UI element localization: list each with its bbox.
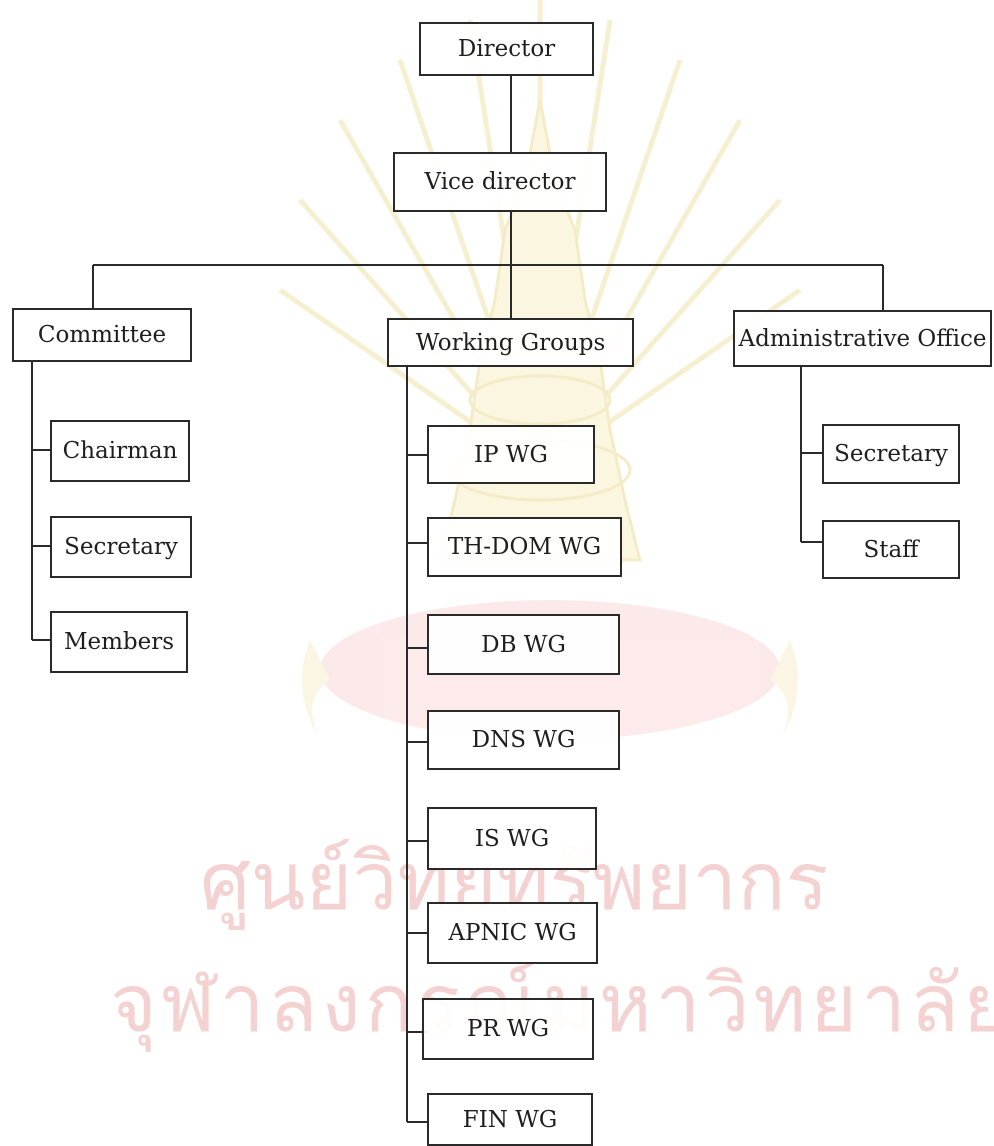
- director-box: Director: [419, 22, 594, 76]
- administrative-office-box: Administrative Office: [733, 310, 992, 367]
- committee-box: Committee: [12, 308, 192, 362]
- wg-ip: IP WG: [427, 425, 595, 484]
- working-groups-box: Working Groups: [387, 318, 634, 367]
- admin-member-staff: Staff: [822, 520, 960, 579]
- committee-member-members: Members: [50, 611, 188, 673]
- wg-dns: DNS WG: [427, 710, 620, 770]
- committee-member-secretary: Secretary: [50, 516, 192, 578]
- vice-director-box: Vice director: [393, 152, 607, 212]
- committee-member-chairman: Chairman: [50, 420, 190, 482]
- admin-member-secretary: Secretary: [822, 424, 960, 484]
- wg-pr: PR WG: [422, 998, 594, 1060]
- wg-is: IS WG: [427, 807, 597, 870]
- wg-th-dom: TH-DOM WG: [427, 517, 622, 577]
- wg-fin: FIN WG: [427, 1093, 593, 1146]
- wg-db: DB WG: [427, 614, 620, 675]
- wg-apnic: APNIC WG: [427, 902, 598, 964]
